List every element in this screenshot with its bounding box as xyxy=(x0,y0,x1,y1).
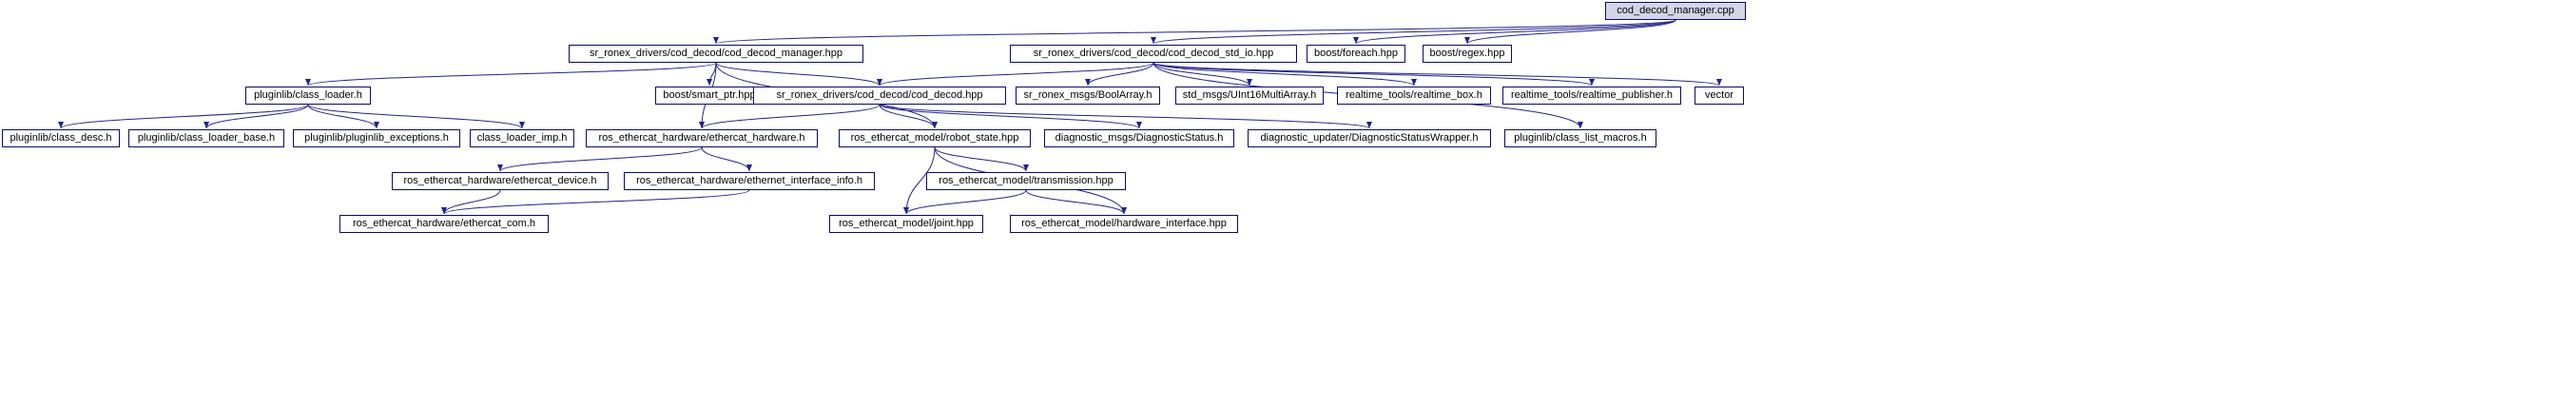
graph-node[interactable]: sr_ronex_drivers/cod_decod/cod_decod_man… xyxy=(569,45,863,63)
graph-node[interactable]: diagnostic_updater/DiagnosticStatusWrapp… xyxy=(1248,129,1491,147)
graph-node[interactable]: pluginlib/pluginlib_exceptions.h xyxy=(293,129,460,147)
graph-edge xyxy=(934,146,1029,172)
graph-node[interactable]: ros_ethercat_model/robot_state.hpp xyxy=(839,129,1031,147)
graph-edge xyxy=(203,104,309,129)
graph-edge xyxy=(877,62,1154,87)
graph-node[interactable]: boost/smart_ptr.hpp xyxy=(655,87,764,105)
graph-node[interactable]: realtime_tools/realtime_box.h xyxy=(1337,87,1491,105)
graph-node[interactable]: pluginlib/class_loader_base.h xyxy=(128,129,284,147)
graph-edge xyxy=(879,104,1142,129)
graph-edge xyxy=(1152,62,1252,87)
graph-edge xyxy=(1152,62,1417,87)
graph-edge xyxy=(1152,62,1722,87)
graph-edge xyxy=(701,146,752,172)
graph-node[interactable]: pluginlib/class_list_macros.h xyxy=(1504,129,1656,147)
graph-edge xyxy=(58,104,309,129)
graph-edge xyxy=(903,146,936,215)
graph-node[interactable]: boost/regex.hpp xyxy=(1423,45,1512,63)
graph-edge xyxy=(1151,19,1676,45)
graph-node[interactable]: realtime_tools/realtime_publisher.h xyxy=(1502,87,1681,105)
graph-node[interactable]: sr_ronex_msgs/BoolArray.h xyxy=(1016,87,1160,105)
graph-edge xyxy=(715,62,882,87)
graph-edge xyxy=(699,104,881,129)
graph-node[interactable]: ros_ethercat_hardware/ethercat_com.h xyxy=(339,215,549,233)
graph-edge xyxy=(441,189,501,215)
graph-edge xyxy=(1353,19,1676,45)
graph-edge xyxy=(713,19,1676,45)
graph-edge xyxy=(307,104,525,129)
graph-edge xyxy=(1152,62,1595,87)
graph-node[interactable]: class_loader_imp.h xyxy=(470,129,574,147)
graph-node[interactable]: pluginlib/class_loader.h xyxy=(245,87,371,105)
graph-edge xyxy=(305,62,717,87)
graph-node[interactable]: sr_ronex_drivers/cod_decod/cod_decod_std… xyxy=(1010,45,1297,63)
graph-edge xyxy=(903,189,1027,215)
graph-node[interactable]: ros_ethercat_hardware/ethernet_interface… xyxy=(624,172,875,190)
graph-node[interactable]: ros_ethercat_hardware/ethercat_hardware.… xyxy=(586,129,818,147)
graph-edge xyxy=(1464,19,1676,45)
graph-node[interactable]: ros_ethercat_model/transmission.hpp xyxy=(926,172,1126,190)
graph-node[interactable]: std_msgs/UInt16MultiArray.h xyxy=(1175,87,1324,105)
graph-node[interactable]: ros_ethercat_model/joint.hpp xyxy=(829,215,983,233)
graph-node[interactable]: cod_decod_manager.cpp xyxy=(1605,2,1746,20)
graph-node[interactable]: ros_ethercat_model/hardware_interface.hp… xyxy=(1010,215,1238,233)
graph-edge xyxy=(879,104,1372,129)
graph-edge xyxy=(1085,62,1154,87)
graph-edge xyxy=(879,104,938,129)
graph-node[interactable]: diagnostic_msgs/DiagnosticStatus.h xyxy=(1044,129,1234,147)
graph-edge xyxy=(307,104,379,129)
graph-node[interactable]: vector xyxy=(1695,87,1744,105)
graph-node[interactable]: boost/foreach.hpp xyxy=(1307,45,1405,63)
graph-edge xyxy=(497,146,703,172)
graph-node[interactable]: pluginlib/class_desc.h xyxy=(2,129,120,147)
graph-node[interactable]: ros_ethercat_hardware/ethercat_device.h xyxy=(392,172,609,190)
graph-edge xyxy=(1025,189,1127,215)
graph-node[interactable]: sr_ronex_drivers/cod_decod/cod_decod.hpp xyxy=(753,87,1006,105)
graph-edge xyxy=(441,189,750,215)
